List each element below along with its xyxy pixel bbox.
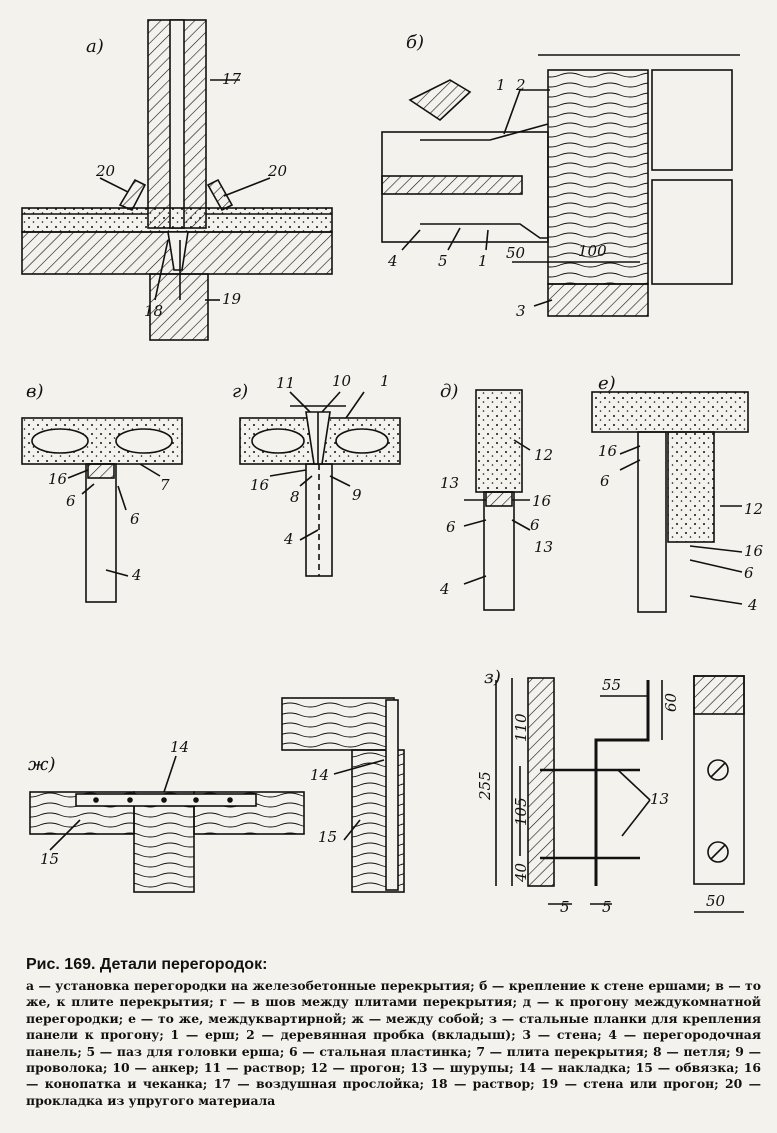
callout-6-e-bottom: 6 [744,564,754,582]
figure-caption: Рис. 169. Детали перегородок: а — устано… [26,956,761,1109]
callout-19: 19 [222,290,242,308]
dim-255: 255 [476,771,494,801]
callout-4-b: 4 [387,252,398,270]
panel-label-z: з) [484,667,501,688]
callout-1-top: 1 [496,76,506,94]
callout-4-v: 4 [131,566,142,584]
dim-105: 105 [512,797,530,826]
dim-5-right: 5 [602,898,612,916]
callout-8: 8 [290,488,300,506]
callout-6-e-top: 6 [600,472,610,490]
dim-50-b: 50 [506,244,526,262]
panel-g-drawing [239,391,401,577]
callout-13-z: 13 [650,790,669,808]
callout-14-right: 14 [310,766,329,784]
callout-11: 11 [276,374,295,392]
callout-20-right: 20 [267,162,288,180]
callout-12-e: 12 [744,500,763,518]
callout-1-bottom: 1 [478,252,488,270]
dim-5-left: 5 [560,898,570,916]
panel-label-e: е) [598,373,616,394]
panel-d-drawing [463,389,531,611]
panel-a-drawing [21,19,333,341]
callout-15-left: 15 [40,850,59,868]
callout-6-d-left: 6 [446,518,456,536]
callout-1-g: 1 [380,372,390,390]
callout-13-d-top: 13 [440,474,459,492]
callout-3: 3 [516,302,526,320]
panel-v-drawing [21,417,183,603]
panel-label-v: в) [26,381,44,402]
callout-6-d-right: 6 [530,516,540,534]
callout-2: 2 [515,76,526,94]
callout-6-v-left: 6 [66,492,76,510]
callout-16-e-bottom: 16 [744,542,764,560]
panel-label-a: а) [86,36,104,57]
callout-4-g: 4 [283,530,294,548]
callout-16-e-top: 16 [598,442,618,460]
panel-label-g: г) [232,381,248,402]
callout-17: 17 [222,70,242,88]
panel-z-drawing [495,675,745,913]
callout-18: 18 [144,302,163,320]
callout-15-right: 15 [318,828,337,846]
callout-4-e: 4 [747,596,758,614]
panel-b-drawing [381,54,740,317]
callout-9: 9 [352,486,362,504]
callout-13-d-bottom: 13 [534,538,553,556]
callout-16-d: 16 [532,492,552,510]
caption-title: Рис. 169. Детали перегородок: [26,956,268,973]
callout-14-left: 14 [170,738,189,756]
panel-label-d: д) [440,381,458,402]
dim-100: 100 [578,242,607,260]
dim-50-z: 50 [706,892,726,910]
callout-20-left: 20 [95,162,116,180]
callout-6-v-right: 6 [130,510,140,528]
callout-12-d: 12 [534,446,553,464]
panel-zh-drawing [29,697,405,893]
callout-16-v: 16 [48,470,68,488]
panel-e-drawing [591,391,749,613]
dim-110: 110 [512,713,530,742]
dim-60: 60 [662,692,680,712]
panel-label-zh: ж) [28,754,55,775]
callout-10: 10 [332,372,352,390]
callout-5: 5 [438,252,448,270]
panel-label-b: б) [406,32,424,53]
dim-55: 55 [602,676,621,694]
dim-40: 40 [512,862,530,883]
caption-body: а — установка перегородки на железобетон… [26,978,761,1108]
technical-drawing: а) б) в) г) д) е) ж) з) 17 20 20 18 19 1… [21,19,764,916]
callout-16-g: 16 [250,476,270,494]
callout-7: 7 [160,476,170,494]
callout-4-d: 4 [439,580,450,598]
